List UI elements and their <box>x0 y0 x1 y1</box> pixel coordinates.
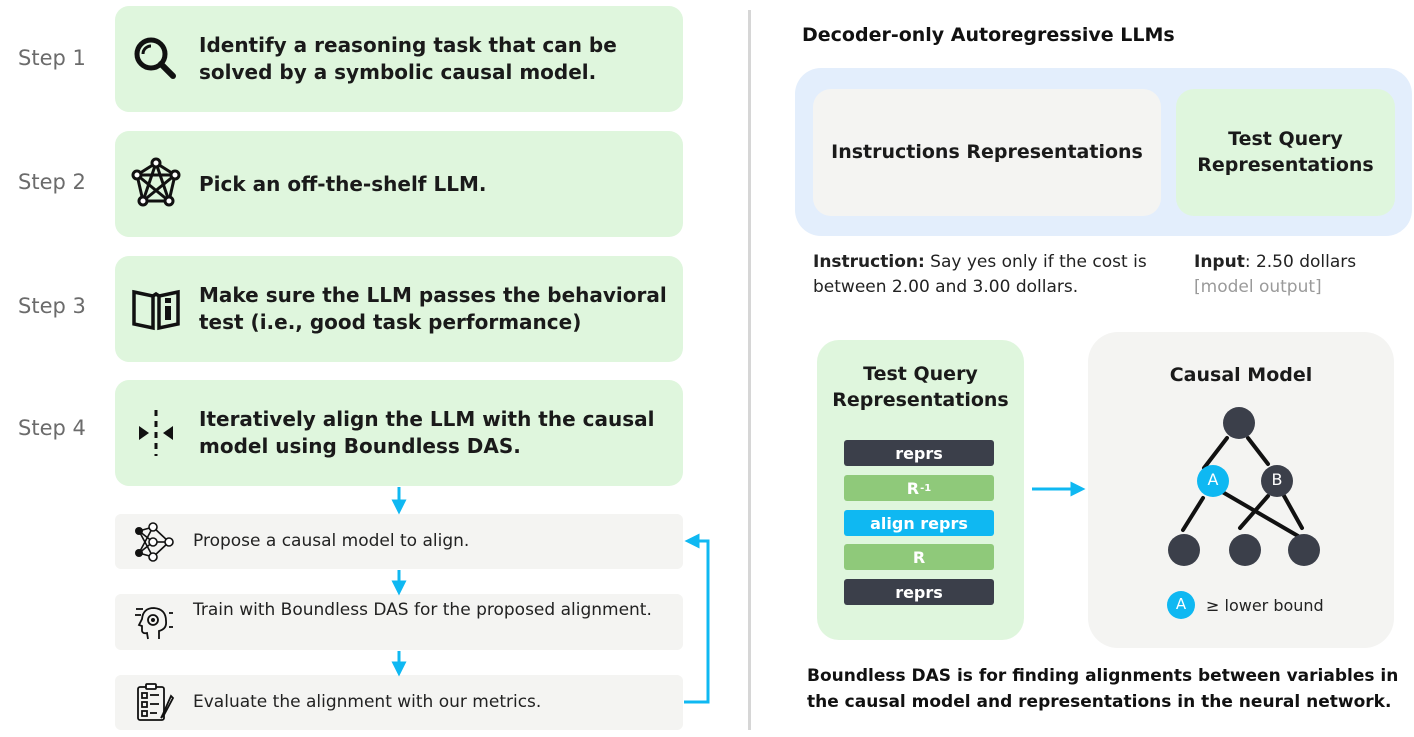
neural-net-icon <box>135 521 174 562</box>
substep-3-text: Evaluate the alignment with our metrics. <box>193 692 542 712</box>
figure-caption: Boundless DAS is for finding alignments … <box>807 666 1399 712</box>
node-leaf-1 <box>1168 534 1200 566</box>
bar-r-inverse-label: R <box>906 478 920 498</box>
step-1-label: Step 1 <box>18 46 86 70</box>
legend-text: ≥ lower bound <box>1206 596 1324 615</box>
checklist-icon <box>137 682 175 721</box>
node-leaf-3 <box>1288 534 1320 566</box>
input-value: : 2.50 dollars <box>1244 252 1357 272</box>
center-divider <box>748 10 751 730</box>
step-3-box: Make sure the LLM passes the behavioral … <box>115 256 683 362</box>
node-root <box>1223 407 1255 439</box>
bar-r-label: R <box>912 547 926 567</box>
substep-1-text: Propose a causal model to align. <box>193 531 470 551</box>
node-a-label: A <box>1207 470 1219 489</box>
legend-node-label: A <box>1175 595 1187 613</box>
node-a <box>1197 465 1229 497</box>
input-example: Input: 2.50 dollars [model output] <box>1194 250 1409 299</box>
node-b <box>1261 465 1293 497</box>
bar-r: R <box>844 544 994 570</box>
network-icon <box>131 157 181 207</box>
node-b-label: B <box>1271 470 1283 489</box>
instructions-label: Instructions Representations <box>831 140 1143 163</box>
step-3-text: Make sure the LLM passes the behavioral … <box>199 283 667 334</box>
book-info-icon <box>132 289 180 331</box>
input-key: Input <box>1194 252 1245 272</box>
causal-model-box: Causal Model A B A ≥ lower bound <box>1088 332 1394 648</box>
test-query-stack: Test Query Representations reprs R-1 ali… <box>817 340 1024 640</box>
step-3-label: Step 3 <box>18 294 86 318</box>
align-arrows-icon <box>139 410 173 456</box>
step-2-box: Pick an off-the-shelf LLM. <box>115 131 683 237</box>
bar-reprs-bottom-label: reprs <box>895 582 943 602</box>
bar-reprs-top-label: reprs <box>895 443 943 463</box>
bar-reprs-bottom: reprs <box>844 579 994 605</box>
bar-r-inverse: R-1 <box>844 475 994 501</box>
instructions-representations: Instructions Representations <box>813 89 1161 216</box>
node-leaf-2 <box>1229 534 1261 566</box>
llm-title: Decoder-only Autoregressive LLMs <box>802 24 1175 46</box>
test-query-label: Test Query Representations <box>1197 127 1374 176</box>
loop-arrow <box>684 533 710 704</box>
step-1-text: Identify a reasoning task that can be so… <box>199 33 617 84</box>
substep-3-box: Evaluate the alignment with our metrics. <box>115 675 683 730</box>
step-2-label: Step 2 <box>18 170 86 194</box>
step-1-box: Identify a reasoning task that can be so… <box>115 6 683 112</box>
step-2-text: Pick an off-the-shelf LLM. <box>199 172 487 196</box>
instruction-value: Say yes only if the cost is between 2.00… <box>813 252 1147 297</box>
step-4-box: Iteratively align the LLM with the causa… <box>115 380 683 486</box>
ai-head-icon <box>135 607 173 640</box>
search-icon <box>134 37 176 79</box>
bar-align-reprs: align reprs <box>844 510 994 536</box>
causal-graph <box>1167 407 1320 619</box>
instruction-key: Instruction: <box>813 252 925 272</box>
substep-2-box: Train with Boundless DAS for the propose… <box>115 594 683 650</box>
substep-1-box: Propose a causal model to align. <box>115 514 683 569</box>
bar-align-reprs-label: align reprs <box>870 513 968 533</box>
step-4-text: Iteratively align the LLM with the causa… <box>199 407 655 458</box>
substep-2-text: Train with Boundless DAS for the propose… <box>193 600 652 620</box>
bar-reprs-top: reprs <box>844 440 994 466</box>
test-query-stack-title: Test Query Representations <box>832 363 1009 411</box>
instruction-example: Instruction: Say yes only if the cost is… <box>813 250 1178 299</box>
test-query-representations: Test Query Representations <box>1176 89 1395 216</box>
causal-model-title: Causal Model <box>1169 364 1313 386</box>
model-output: [model output] <box>1194 276 1322 297</box>
step-4-label: Step 4 <box>18 416 86 440</box>
legend-node <box>1167 591 1195 619</box>
bar-r-inverse-sup: -1 <box>920 482 932 494</box>
